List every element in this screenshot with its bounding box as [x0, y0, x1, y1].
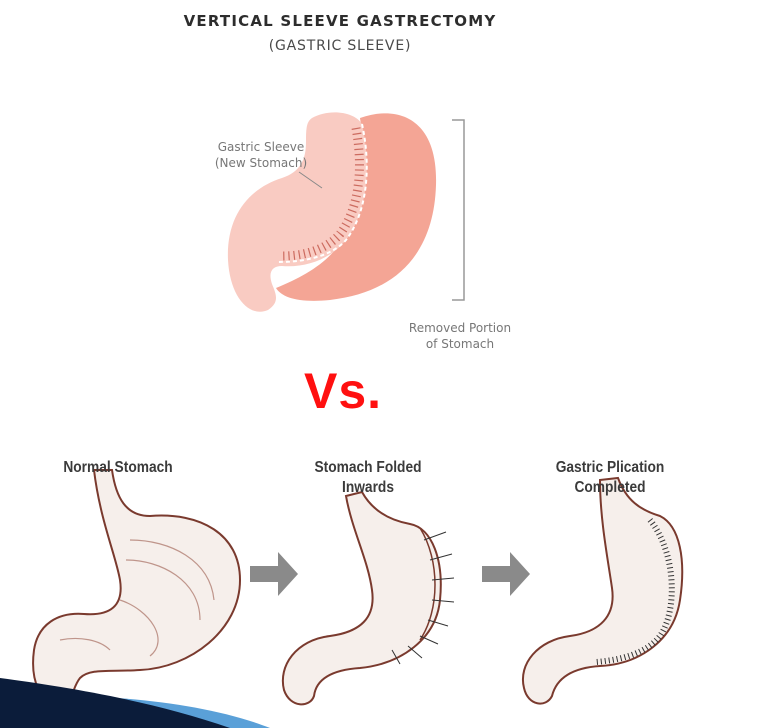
- removed-stomach-portion: [276, 113, 437, 301]
- removed-bracket: [452, 119, 465, 301]
- arrow-right-icon: [482, 552, 530, 596]
- staple-line: [277, 123, 368, 263]
- diagram-subtitle: (GASTRIC SLEEVE): [268, 38, 412, 54]
- arrow-right-icon: [250, 552, 298, 596]
- sleeve-label: Gastric Sleeve(New Stomach): [214, 140, 308, 170]
- gastric-sleeve-shape: [227, 112, 367, 312]
- panel-title-normal: Normal Stomach: [63, 459, 173, 476]
- slide-decoration: [0, 678, 230, 728]
- folded-stomach-sketch: [281, 490, 455, 706]
- diagram-title: VERTICAL SLEEVE GASTRECTOMY: [183, 12, 497, 30]
- normal-stomach-sketch: [32, 469, 242, 706]
- vs-text: Vs.: [304, 363, 383, 419]
- plication-stomach-sketch: [521, 476, 684, 705]
